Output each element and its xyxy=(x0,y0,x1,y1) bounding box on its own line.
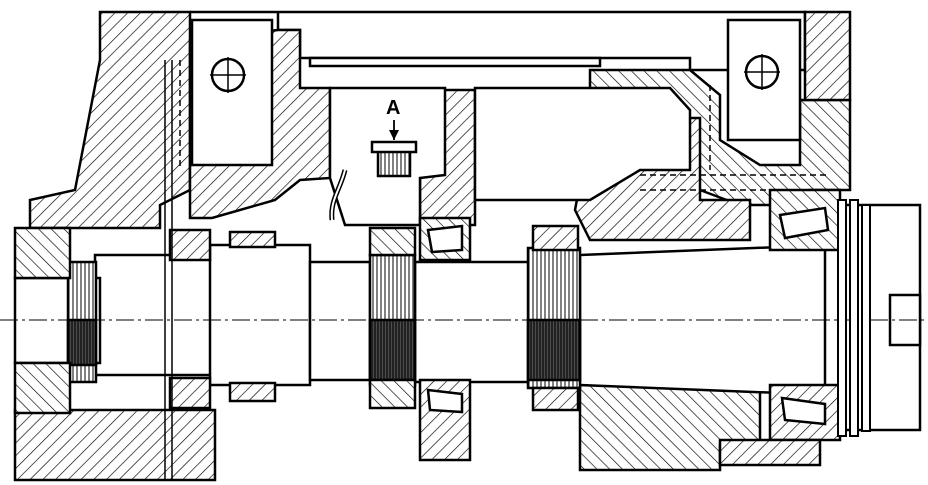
shaft-left-section xyxy=(93,253,217,377)
oil-fitting-a: A xyxy=(370,97,418,178)
sleeve-bottom xyxy=(228,381,277,403)
collar-right-top xyxy=(531,224,580,252)
ring-2 xyxy=(849,199,859,437)
gear-left-dark xyxy=(66,318,98,367)
gear-center-left-dark xyxy=(368,318,417,382)
bearing-center-roller-top xyxy=(426,224,464,254)
ring-3 xyxy=(861,204,871,432)
callout-label-a: A xyxy=(386,97,400,119)
bearings xyxy=(418,188,842,462)
shaft-middle xyxy=(308,260,372,382)
hidden-lines xyxy=(179,60,830,191)
ring-1 xyxy=(837,199,847,437)
collar-center-top xyxy=(368,226,417,257)
top-bar xyxy=(308,56,602,68)
collar-center-bottom xyxy=(368,378,417,410)
bushing-far-left-bottom xyxy=(13,361,72,415)
bushings xyxy=(13,224,822,467)
bearing-center-roller-bottom xyxy=(426,388,464,414)
bearing-right-roller-bottom xyxy=(780,396,827,426)
base-plate-right xyxy=(718,438,822,467)
fitting-cap xyxy=(370,140,418,154)
housing-right-top xyxy=(803,10,852,102)
collar-right-bottom xyxy=(531,386,580,412)
bushing-far-left-top xyxy=(13,226,72,280)
bushing-left-top xyxy=(168,228,212,262)
bearing-right-roller-top xyxy=(778,206,830,240)
bolt-housings xyxy=(190,18,802,167)
clamp-rings xyxy=(837,199,871,437)
bolt-housing-left xyxy=(190,18,274,167)
shaft-center xyxy=(413,260,532,384)
housing-left-upper xyxy=(28,10,192,230)
cavity-upper-right xyxy=(473,86,692,202)
section-lines xyxy=(164,60,173,480)
gears xyxy=(66,246,582,390)
sleeve-top xyxy=(228,230,277,249)
gear-center-right-dark xyxy=(526,318,582,382)
housing-left-lower xyxy=(13,408,217,482)
shaft-sleeve xyxy=(208,243,312,387)
bushing-left-bottom xyxy=(168,376,212,410)
callout-arrow xyxy=(389,130,399,140)
